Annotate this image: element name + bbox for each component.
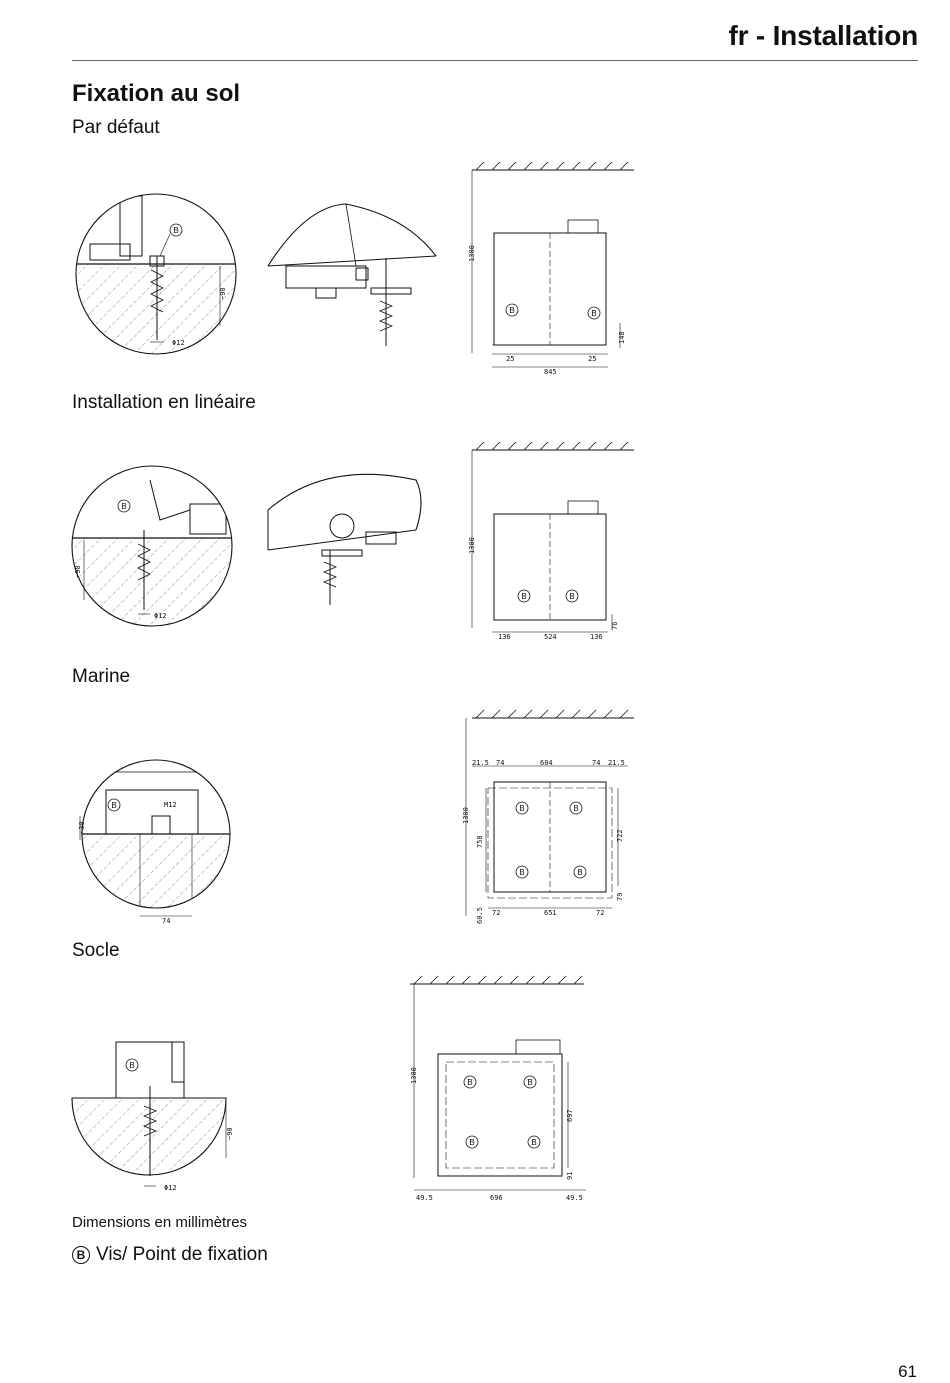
dim-base: 74	[162, 917, 170, 925]
dim-mid: 696	[490, 1194, 503, 1202]
b-marker	[569, 801, 583, 815]
section-title: Fixation au sol	[72, 80, 241, 107]
dimensions-note: Dimensions en millimètres	[72, 1214, 248, 1231]
b-marker-label: B	[509, 306, 514, 315]
b-marker	[565, 589, 579, 603]
b-marker-label: B	[467, 1078, 472, 1087]
subsection-marine-title: Marine	[72, 666, 131, 687]
dim-depth: ~30	[78, 821, 86, 834]
subsection-default-title: Par défaut	[72, 117, 160, 138]
b-marker-label: B	[173, 226, 178, 235]
dim-left: 25	[506, 355, 514, 363]
b-marker-label: B	[129, 1061, 134, 1070]
dim-top-2: 74	[496, 759, 504, 767]
subsection-socle-title: Socle	[72, 940, 120, 961]
b-marker-label: B	[573, 804, 578, 813]
b-marker	[517, 589, 531, 603]
dim-top-1: 21.5	[472, 759, 489, 767]
dim-foot: 76	[611, 622, 619, 630]
b-marker	[523, 1075, 537, 1089]
default-detail-section: B ~90 Φ12	[60, 190, 237, 360]
b-marker	[107, 798, 121, 812]
dim-height: 1300	[462, 807, 470, 824]
socle-detail-section: B ~90 Φ12	[66, 1036, 246, 1198]
legend: B Vis/ Point de fixation	[72, 1244, 268, 1266]
dim-right: 136	[590, 633, 603, 641]
b-marker	[169, 223, 183, 237]
dim-right-height: 722	[616, 829, 624, 842]
b-marker-label: B	[111, 801, 116, 810]
marine-front-view: 1300 21.5 74 604 74 21.5 B B B B 758 722…	[462, 706, 642, 926]
dim-right: 25	[588, 355, 596, 363]
dim-top-4: 74	[592, 759, 600, 767]
b-marker-label: B	[121, 502, 126, 511]
default-front-view: 1300 B B 25 25 845 148	[462, 158, 642, 378]
legend-text: Vis/ Point de fixation	[96, 1244, 268, 1265]
socle-front-view: 1300 B B B B 697 91 49.5 696 49.5	[404, 972, 594, 1208]
dim-foot: 91	[566, 1172, 574, 1180]
dim-inner-height: 758	[476, 835, 484, 848]
b-marker	[125, 1058, 139, 1072]
dim-bottom-3: 72	[596, 909, 604, 917]
b-circle-icon: B	[72, 1246, 90, 1264]
dim-width: 845	[544, 368, 557, 376]
b-marker-label: B	[527, 1078, 532, 1087]
page-number: 61	[898, 1362, 917, 1381]
dim-top-3: 604	[540, 759, 553, 767]
dim-mid: 524	[544, 633, 557, 641]
dim-mid-height: 697	[566, 1109, 574, 1122]
b-marker-label: B	[531, 1138, 536, 1147]
linear-perspective-view	[266, 470, 446, 620]
b-marker-label: B	[577, 868, 582, 877]
dim-diameter: Φ12	[172, 339, 185, 347]
dim-bottom-1: 72	[492, 909, 500, 917]
b-marker	[527, 1135, 541, 1149]
dim-left: 136	[498, 633, 511, 641]
marine-detail-section: B M12 ~30 74	[60, 759, 240, 925]
dim-height: 1300	[468, 537, 476, 554]
dim-bottom-2: 651	[544, 909, 557, 917]
dim-depth: ~90	[219, 287, 227, 300]
b-marker-label: B	[521, 592, 526, 601]
b-marker-label: B	[569, 592, 574, 601]
dim-height: 1300	[468, 245, 476, 262]
dim-bottom-left: 60.5	[476, 907, 484, 924]
b-marker-label: B	[519, 868, 524, 877]
dim-depth: ~90	[226, 1127, 234, 1140]
b-marker	[573, 865, 587, 879]
header-divider	[72, 60, 918, 61]
dim-diameter: Φ12	[154, 612, 167, 620]
b-marker	[117, 499, 131, 513]
dim-right: 49.5	[566, 1194, 583, 1202]
b-marker	[515, 801, 529, 815]
page-header-title: fr - Installation	[728, 20, 919, 51]
linear-detail-section: B ~90 Φ12	[60, 460, 235, 630]
b-marker	[515, 865, 529, 879]
dim-bolt: M12	[164, 801, 177, 809]
linear-front-view: 1300 B B 136 524 136 76	[462, 438, 642, 648]
b-marker	[463, 1075, 477, 1089]
dim-diameter: Φ12	[164, 1184, 177, 1192]
dim-left: 49.5	[416, 1194, 433, 1202]
b-marker-label: B	[591, 309, 596, 318]
b-marker-label: B	[469, 1138, 474, 1147]
dim-top-5: 21.5	[608, 759, 625, 767]
dim-bottom-right: 79	[616, 893, 624, 901]
subsection-linear-title: Installation en linéaire	[72, 392, 256, 413]
default-perspective-view	[266, 196, 446, 356]
dim-depth: ~90	[74, 565, 82, 578]
b-marker	[465, 1135, 479, 1149]
dim-height: 1300	[410, 1067, 418, 1084]
b-marker	[587, 306, 601, 320]
b-marker	[505, 303, 519, 317]
dim-foot: 148	[618, 331, 626, 344]
b-marker-label: B	[519, 804, 524, 813]
